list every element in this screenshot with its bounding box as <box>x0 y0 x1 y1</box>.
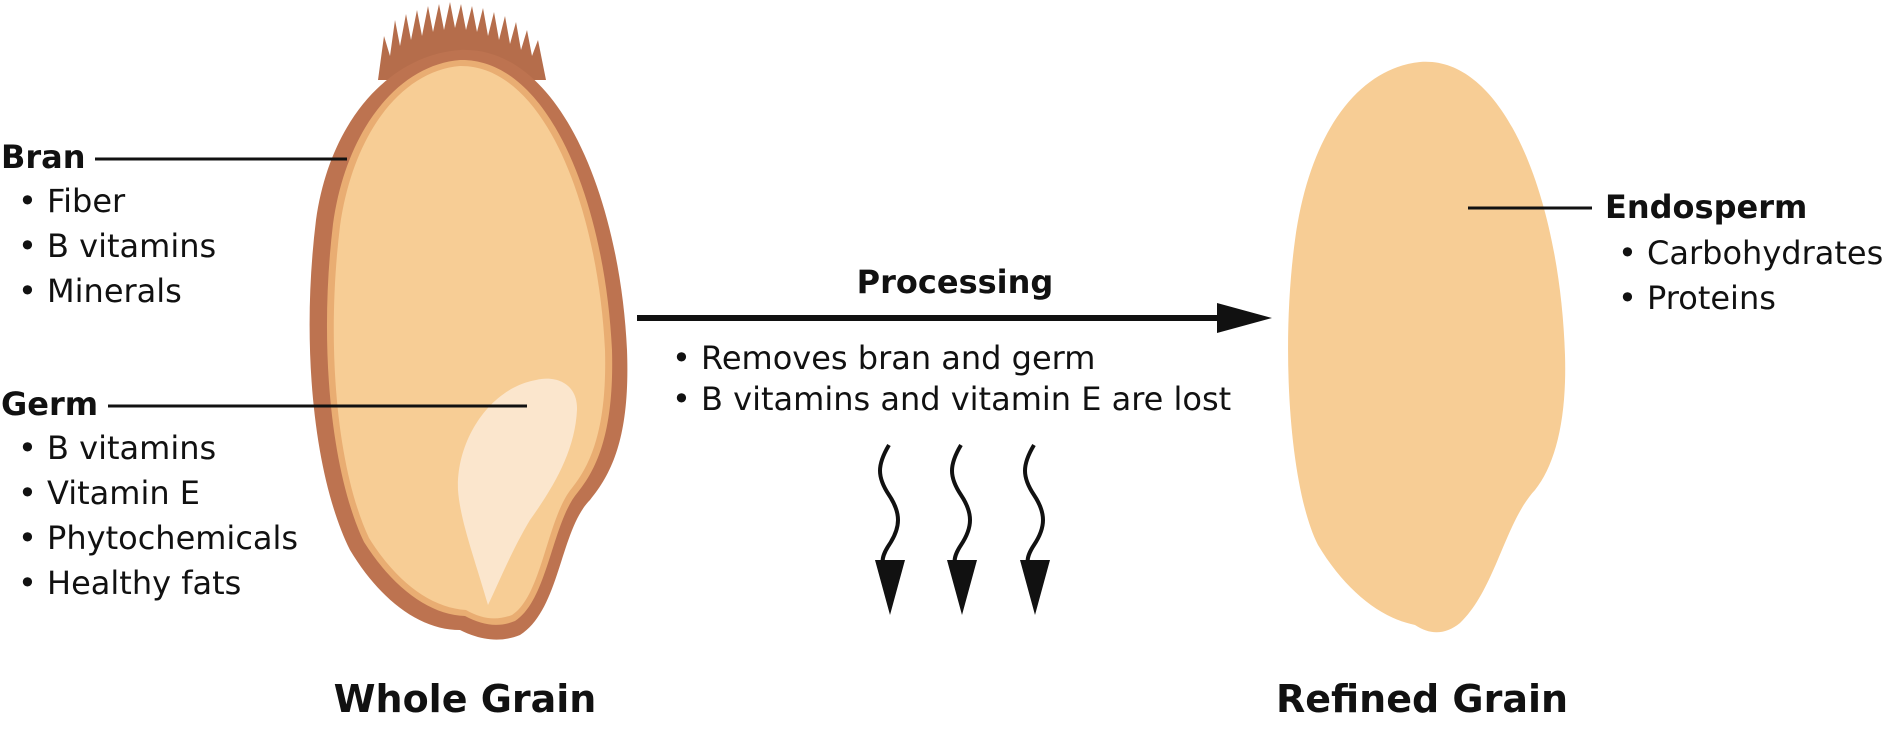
germ-item: • B vitamins <box>18 429 216 467</box>
endosperm-item: • Proteins <box>1618 279 1776 317</box>
refined-grain-caption: Refined Grain <box>1276 677 1568 721</box>
wavy-down-arrow-icon <box>1020 443 1050 615</box>
wavy-down-arrow-icon <box>947 443 977 615</box>
processing-arrow-head <box>1217 303 1272 333</box>
germ-item: • Phytochemicals <box>18 519 298 557</box>
whole-grain-illustration <box>309 2 628 640</box>
germ-label: Germ <box>1 385 98 423</box>
germ-item: • Healthy fats <box>18 564 241 602</box>
wavy-down-arrow-icon <box>875 443 905 615</box>
refined-grain-endosperm <box>1288 61 1566 633</box>
endosperm-callout: Endosperm • Carbohydrates • Proteins <box>1468 188 1883 317</box>
processing-note: • Removes bran and germ <box>672 339 1095 377</box>
bran-item: • B vitamins <box>18 227 216 265</box>
processing-label: Processing <box>857 263 1054 301</box>
endosperm-item: • Carbohydrates <box>1618 234 1883 272</box>
germ-item: • Vitamin E <box>18 474 200 512</box>
bran-label: Bran <box>1 138 86 176</box>
bran-item: • Fiber <box>18 182 126 220</box>
processing-step: Processing • Removes bran and germ • B v… <box>637 263 1272 418</box>
processing-note: • B vitamins and vitamin E are lost <box>672 380 1231 418</box>
whole-grain-caption: Whole Grain <box>334 677 597 721</box>
endosperm-label: Endosperm <box>1605 188 1807 226</box>
germ-region <box>457 378 578 605</box>
nutrient-loss-arrows <box>875 443 1050 615</box>
bran-callout: Bran • Fiber • B vitamins • Minerals <box>1 138 347 310</box>
germ-callout: Germ • B vitamins • Vitamin E • Phytoche… <box>1 385 527 602</box>
bran-item: • Minerals <box>18 272 182 310</box>
refined-grain-illustration <box>1288 61 1566 633</box>
